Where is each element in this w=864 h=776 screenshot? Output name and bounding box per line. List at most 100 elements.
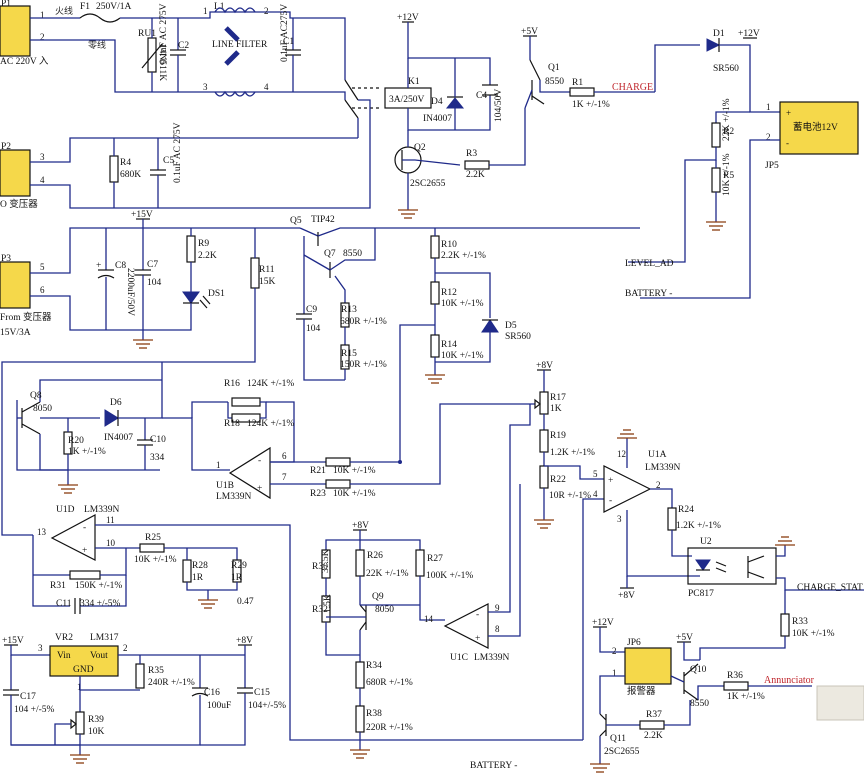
u1c-pin8: 8 [495, 624, 500, 634]
c16-value: 100uF [207, 701, 231, 711]
q7-label: Q7 [324, 249, 336, 259]
ground-symbol [425, 374, 445, 384]
r2-resistor [711, 122, 721, 148]
c11-value: 334 +/-5% [80, 599, 121, 609]
c4-label: C4 [476, 91, 487, 101]
r21-value: 10K +/-1% [333, 466, 376, 476]
r17-value: 1K [550, 404, 562, 414]
c16-label: C16 [204, 688, 220, 698]
wire [419, 576, 445, 621]
r22-value: 10R +/-1% [549, 491, 591, 501]
r36-value: 1K +/-1% [727, 692, 765, 702]
d5-label: D5 [505, 321, 517, 331]
c10-label: C10 [150, 435, 166, 445]
scroll-corner-panel [816, 685, 864, 721]
v15-b-label: +15V [2, 636, 24, 646]
wire [1, 288, 256, 536]
ru1-varistor [147, 37, 157, 73]
r2-label: R2 [723, 127, 734, 137]
wire [670, 675, 685, 683]
u1b-pin7: 7 [282, 472, 287, 482]
u1a-pin12: 12 [617, 449, 626, 459]
wire [325, 530, 361, 550]
ru1-value: 14N511K [157, 44, 167, 81]
c8-plus: + [96, 261, 101, 271]
d4-diode [445, 97, 465, 109]
wire [317, 227, 640, 237]
r25-value: 10K +/-1% [134, 555, 177, 565]
r24-value: 1.2K +/-1% [676, 521, 721, 531]
jp5-battery [779, 101, 859, 155]
wire [39, 379, 162, 402]
wire [582, 498, 604, 740]
u1c-plus: + [475, 634, 480, 644]
q9-collector [359, 604, 367, 613]
jp5-pin1: 1 [766, 102, 771, 112]
wire [350, 403, 535, 485]
r12-label: R12 [441, 288, 457, 298]
r31-value: 150K +/-1% [75, 581, 122, 591]
jp6-pin2: 2 [612, 646, 617, 656]
u2-ray [715, 567, 727, 573]
wire [697, 685, 724, 700]
r5-label: R5 [723, 171, 734, 181]
wire [599, 627, 625, 653]
r27-label: R27 [427, 554, 443, 564]
battery-neg-label: BATTERY - [625, 289, 672, 299]
r1-resistor [569, 87, 595, 97]
r14-label: R14 [441, 340, 457, 350]
jp5-label: JP5 [765, 161, 779, 171]
wire [10, 645, 50, 656]
jp5-plus: + [786, 108, 791, 118]
u1b-comparator [228, 446, 271, 500]
ground-symbol [198, 599, 218, 609]
r4-resistor [109, 155, 119, 183]
u1a-minus: - [609, 496, 612, 506]
wire [30, 138, 371, 209]
r22-label: R22 [550, 475, 566, 485]
wire [30, 39, 346, 100]
k1-label: K1 [408, 77, 420, 87]
q5-value: TIP42 [311, 215, 335, 225]
u1d-comparator [50, 513, 96, 561]
wire [664, 700, 691, 726]
u1b-pin6: 6 [282, 451, 287, 461]
r28-label: R28 [192, 561, 208, 571]
u1a-pin3: 3 [617, 514, 622, 524]
ru1-slash [141, 43, 163, 69]
r38-value: 220R +/-1% [366, 723, 413, 733]
l1-pin3: 3 [203, 82, 208, 92]
r16-value: 124K +/-1% [247, 379, 294, 389]
wire [143, 303, 192, 331]
jp6-buzzer [624, 647, 672, 685]
wire [16, 400, 160, 471]
jp6-text: 报警器 [627, 685, 656, 697]
level-ad-label: LEVEL_AD [625, 259, 674, 269]
c17-value: 104 +/-5% [14, 705, 55, 715]
r36-resistor [723, 681, 749, 691]
c5-value: 0.1uF AC 275V [173, 122, 183, 183]
f1-value: 250V/1A [96, 2, 132, 12]
p1-label: P1 [1, 0, 11, 9]
r12-value: 10K +/-1% [441, 299, 484, 309]
d1-label: D1 [713, 29, 725, 39]
wire [334, 275, 346, 303]
u1a-comparator [603, 465, 652, 513]
ground-symbol [617, 429, 637, 439]
u1d-minus: - [83, 523, 86, 533]
wire [671, 530, 692, 557]
p1-pin2: 2 [40, 32, 45, 42]
vr2-label: VR2 [55, 633, 73, 643]
c17-label: C17 [20, 692, 36, 702]
ds1-led [182, 291, 200, 304]
c10-value: 334 [150, 453, 165, 463]
q11-collector [599, 713, 607, 721]
r33-resistor [780, 613, 790, 637]
p3-pin5: 5 [40, 262, 45, 272]
q8-emitter [21, 423, 41, 435]
r1-label: R1 [572, 78, 583, 88]
u1a-plus: + [608, 476, 613, 486]
vr2-vin: Vin [57, 651, 71, 661]
r16-label: R16 [224, 379, 240, 389]
ground-symbol [133, 339, 153, 349]
